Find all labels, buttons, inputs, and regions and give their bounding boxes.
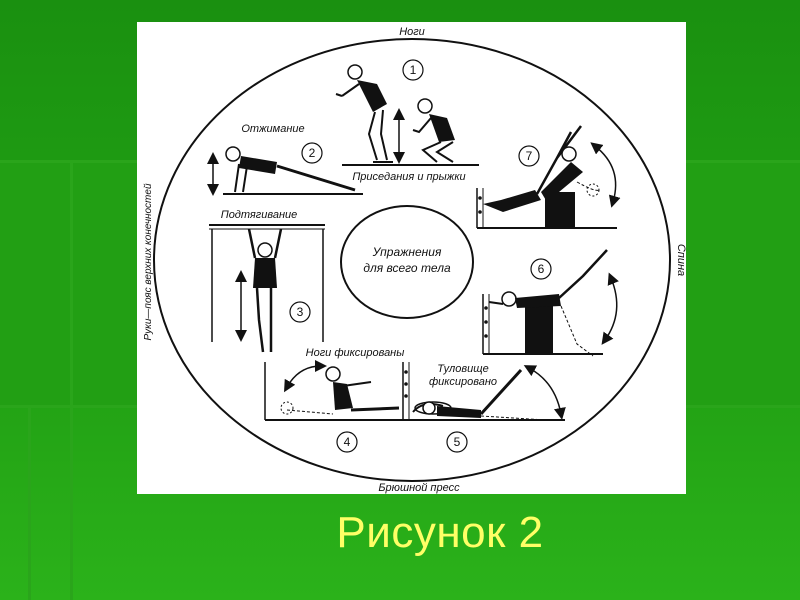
exercise-label: Туловище: [437, 363, 488, 375]
exercise-number: 3: [297, 305, 304, 319]
center-label: Упражнения: [372, 245, 442, 259]
exercise-squats: 1 Приседания и прыжки: [335, 59, 479, 183]
exercise-pullups: Подтягивание 3: [209, 209, 325, 353]
diagram-panel: Упражнения для всего тела Ноги Брюшной п…: [137, 22, 686, 494]
exercise-diagram: Упражнения для всего тела Ноги Брюшной п…: [143, 26, 686, 494]
exercise-number: 1: [410, 63, 417, 77]
perimeter-label-back: Спина: [675, 244, 686, 276]
outer-circle: [153, 38, 671, 482]
background-divider: [28, 405, 31, 600]
exercise-pushups: Отжимание 2: [207, 123, 363, 196]
exercise-situps-legs-fixed: Ноги фиксированы 4: [264, 347, 485, 453]
exercise-number: 5: [454, 435, 461, 449]
perimeter-label-arms: Руки—пояс верхних конечностей: [143, 183, 154, 340]
exercise-back-extension: 7: [476, 125, 621, 229]
exercise-number: 7: [526, 149, 533, 163]
exercise-leg-raises-torso-fixed: Туловище фиксировано 5: [412, 363, 566, 453]
exercise-number: 2: [309, 146, 316, 160]
perimeter-label-abs: Брюшной пресс: [378, 482, 460, 494]
perimeter-label-legs: Ноги: [399, 26, 425, 38]
exercise-number: 4: [344, 435, 351, 449]
exercise-label: фиксировано: [429, 376, 497, 388]
background-divider: [70, 160, 73, 600]
exercise-label: Отжимание: [241, 123, 304, 135]
exercise-label: Приседания и прыжки: [352, 171, 465, 183]
center-circle: [340, 205, 474, 319]
center-label: для всего тела: [363, 261, 451, 275]
figure-caption: Рисунок 2: [336, 508, 544, 557]
exercise-number: 6: [538, 262, 545, 276]
exercise-label: Подтягивание: [221, 209, 298, 221]
exercise-label: Ноги фиксированы: [306, 347, 405, 359]
exercise-back-leg-raise: 6: [482, 249, 619, 357]
